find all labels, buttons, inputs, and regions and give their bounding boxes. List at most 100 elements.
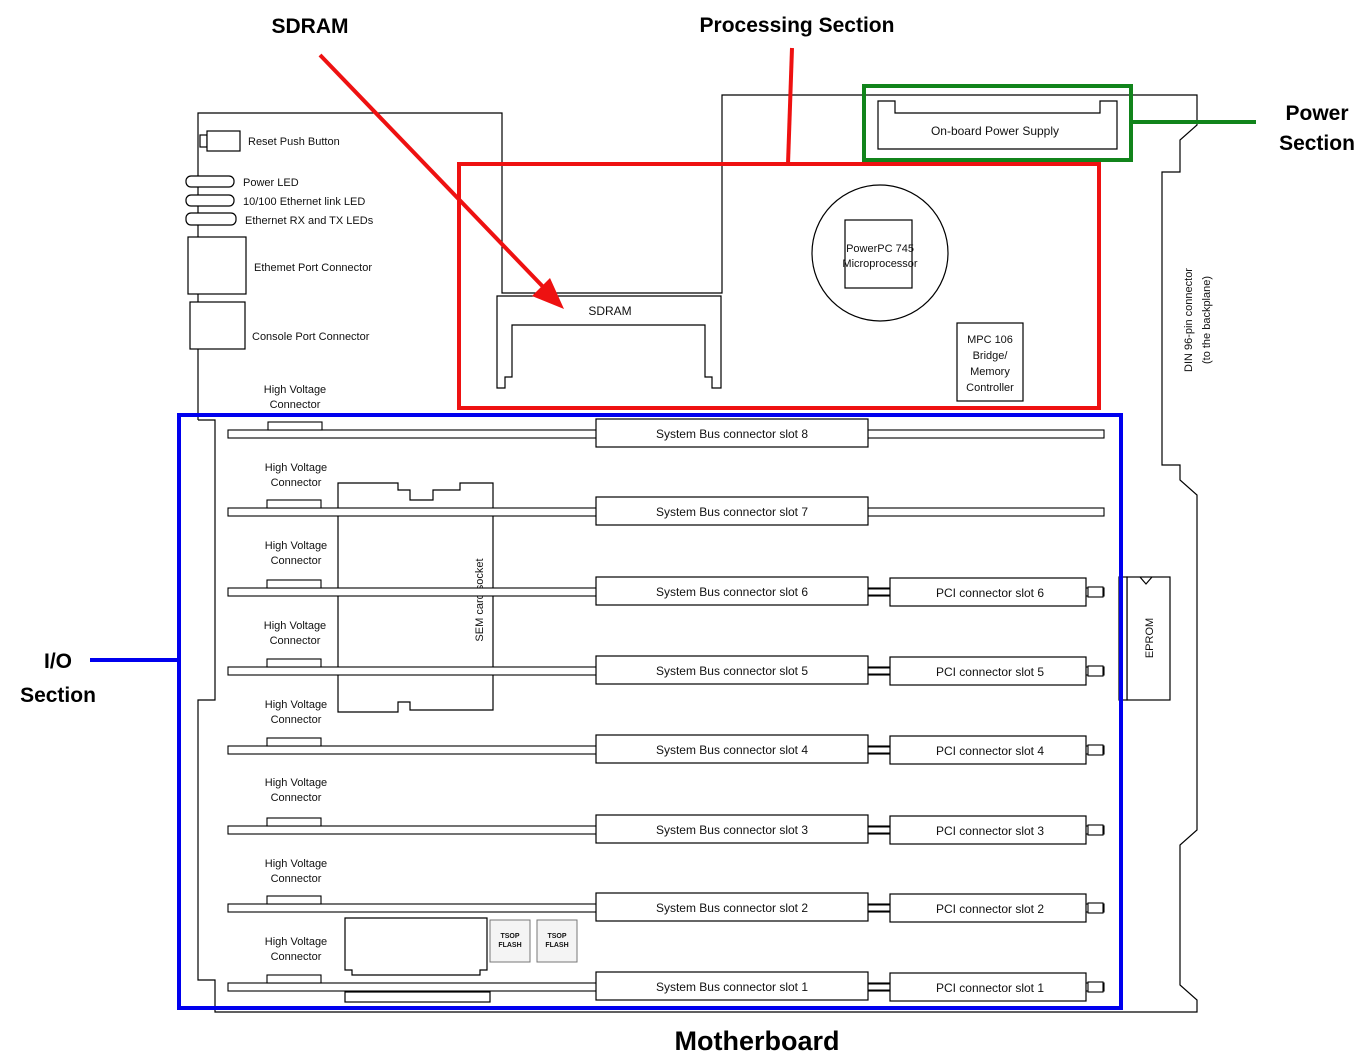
high-voltage-connector bbox=[266, 579, 322, 589]
cpu-die bbox=[844, 219, 913, 289]
power-supply: On-board Power Supply bbox=[877, 100, 1118, 150]
sdram-module bbox=[496, 295, 722, 389]
pci-slot-label: PCI connector slot 1 bbox=[936, 981, 1044, 995]
console-label: Console Port Connector bbox=[252, 331, 370, 343]
flash-socket bbox=[344, 917, 488, 976]
high-voltage-connector bbox=[266, 737, 322, 747]
hv-label-line2: Connector bbox=[271, 873, 322, 885]
pci-slot bbox=[889, 656, 1087, 686]
sem-card-socket: SEM card socket bbox=[337, 482, 494, 713]
system-bus-slot bbox=[595, 971, 869, 1001]
pci-end-tab bbox=[1087, 665, 1104, 677]
system-bus-slot bbox=[595, 814, 869, 844]
processing-section-outline bbox=[457, 162, 1101, 410]
board-outline bbox=[197, 94, 1198, 1013]
sdram-callout-arrow bbox=[318, 53, 551, 295]
reset-button bbox=[206, 130, 241, 152]
rxtx-led-icon bbox=[185, 212, 237, 226]
system-bus-slot-label: System Bus connector slot 7 bbox=[656, 505, 808, 519]
cpu-outline bbox=[811, 184, 949, 322]
ethernet-label: Ethemet Port Connector bbox=[254, 262, 372, 274]
front-panel: Reset Push Button Power LED 10/100 Ether… bbox=[185, 130, 374, 350]
pci-slot bbox=[889, 735, 1087, 765]
power-led-icon bbox=[185, 175, 235, 188]
bridge-chip bbox=[956, 322, 1024, 402]
din-connector: DIN 96-pin connector (to the backplane) bbox=[1183, 268, 1213, 372]
system-bus-slot-label: System Bus connector slot 4 bbox=[656, 743, 808, 757]
hv-label-line2: Connector bbox=[271, 951, 322, 963]
cpu-label-1: PowerPC 745 bbox=[846, 243, 914, 255]
sdram-module-label: SDRAM bbox=[588, 304, 631, 318]
hv-label-line1: High Voltage bbox=[264, 384, 326, 396]
tsop1-label-1: TSOP bbox=[500, 933, 519, 940]
ethernet-port bbox=[187, 236, 247, 295]
pci-end-tab bbox=[1087, 981, 1104, 993]
hv-label-line2: Connector bbox=[271, 792, 322, 804]
link-led-icon bbox=[185, 194, 235, 207]
pci-slot bbox=[889, 577, 1087, 607]
hv-label-line1: High Voltage bbox=[265, 936, 327, 948]
hv-label-line1: High Voltage bbox=[265, 540, 327, 552]
system-bus-slot-label: System Bus connector slot 8 bbox=[656, 427, 808, 441]
sdram-arrowhead bbox=[532, 278, 564, 309]
io-callout-1: I/O bbox=[44, 650, 72, 673]
io-callout-2: Section bbox=[20, 684, 96, 707]
system-bus-slot-label: System Bus connector slot 3 bbox=[656, 823, 808, 837]
pci-slot-label: PCI connector slot 5 bbox=[936, 665, 1044, 679]
pci-end-tab bbox=[1087, 586, 1104, 598]
pci-end-tab bbox=[1087, 744, 1104, 756]
hv-label-line1: High Voltage bbox=[265, 462, 327, 474]
flash-area: TSOP FLASH TSOP FLASH bbox=[344, 917, 578, 1003]
bridge-label-1: MPC 106 bbox=[967, 334, 1013, 346]
system-bus-slot bbox=[595, 576, 869, 606]
power-led-label: Power LED bbox=[243, 177, 299, 189]
high-voltage-connector bbox=[266, 817, 322, 827]
bridge-label-4: Controller bbox=[966, 382, 1014, 394]
pci-end-tab bbox=[1087, 902, 1104, 914]
processing-contents: SDRAM PowerPC 745 Microprocessor MPC 106… bbox=[496, 184, 1024, 402]
hv-label-line2: Connector bbox=[270, 635, 321, 647]
system-bus-slot bbox=[595, 418, 869, 448]
console-port bbox=[189, 301, 246, 350]
system-bus-slot-label: System Bus connector slot 5 bbox=[656, 664, 808, 678]
high-voltage-connector bbox=[267, 421, 323, 431]
pci-slot bbox=[889, 815, 1087, 845]
page-title: Motherboard bbox=[675, 1026, 840, 1056]
slot-rows: System Bus connector slot 8 System Bus co… bbox=[227, 384, 1105, 1002]
sem-socket-label: SEM card socket bbox=[474, 558, 486, 641]
hv-label-line1: High Voltage bbox=[265, 858, 327, 870]
bridge-label-2: Bridge/ bbox=[973, 350, 1009, 362]
system-bus-slot-label: System Bus connector slot 2 bbox=[656, 901, 808, 915]
system-bus-slot bbox=[595, 496, 869, 526]
io-section-outline bbox=[177, 413, 1123, 1010]
system-bus-slot-label: System Bus connector slot 6 bbox=[656, 585, 808, 599]
power-callout-2: Section bbox=[1279, 132, 1355, 155]
tsop-flash-1 bbox=[489, 919, 531, 963]
rxtx-led-label: Ethernet RX and TX LEDs bbox=[245, 215, 374, 227]
hv-label-line2: Connector bbox=[271, 477, 322, 489]
high-voltage-connector bbox=[266, 895, 322, 905]
sdram-callout: SDRAM bbox=[272, 15, 349, 38]
din-label-2: (to the backplane) bbox=[1201, 276, 1213, 364]
din-label-1: DIN 96-pin connector bbox=[1183, 268, 1195, 372]
hv-label-line1: High Voltage bbox=[265, 699, 327, 711]
high-voltage-connector bbox=[266, 499, 322, 509]
hv-label-line2: Connector bbox=[271, 714, 322, 726]
power-supply-label: On-board Power Supply bbox=[931, 124, 1059, 138]
power-callout-1: Power bbox=[1285, 102, 1348, 125]
tsop-flash-2 bbox=[536, 919, 578, 963]
tsop1-label-2: FLASH bbox=[498, 942, 521, 949]
pci-slot bbox=[889, 972, 1087, 1002]
hv-label-line2: Connector bbox=[270, 399, 321, 411]
hv-label-line1: High Voltage bbox=[265, 777, 327, 789]
eprom: EPROM bbox=[1118, 576, 1171, 701]
reset-label: Reset Push Button bbox=[248, 136, 340, 148]
pci-end-tab bbox=[1087, 824, 1104, 836]
processing-callout-line bbox=[786, 47, 794, 165]
tsop2-label-1: TSOP bbox=[547, 933, 566, 940]
high-voltage-connector bbox=[266, 658, 322, 668]
system-bus-slot bbox=[595, 892, 869, 922]
pci-slot-label: PCI connector slot 6 bbox=[936, 586, 1044, 600]
pci-slot-label: PCI connector slot 2 bbox=[936, 902, 1044, 916]
